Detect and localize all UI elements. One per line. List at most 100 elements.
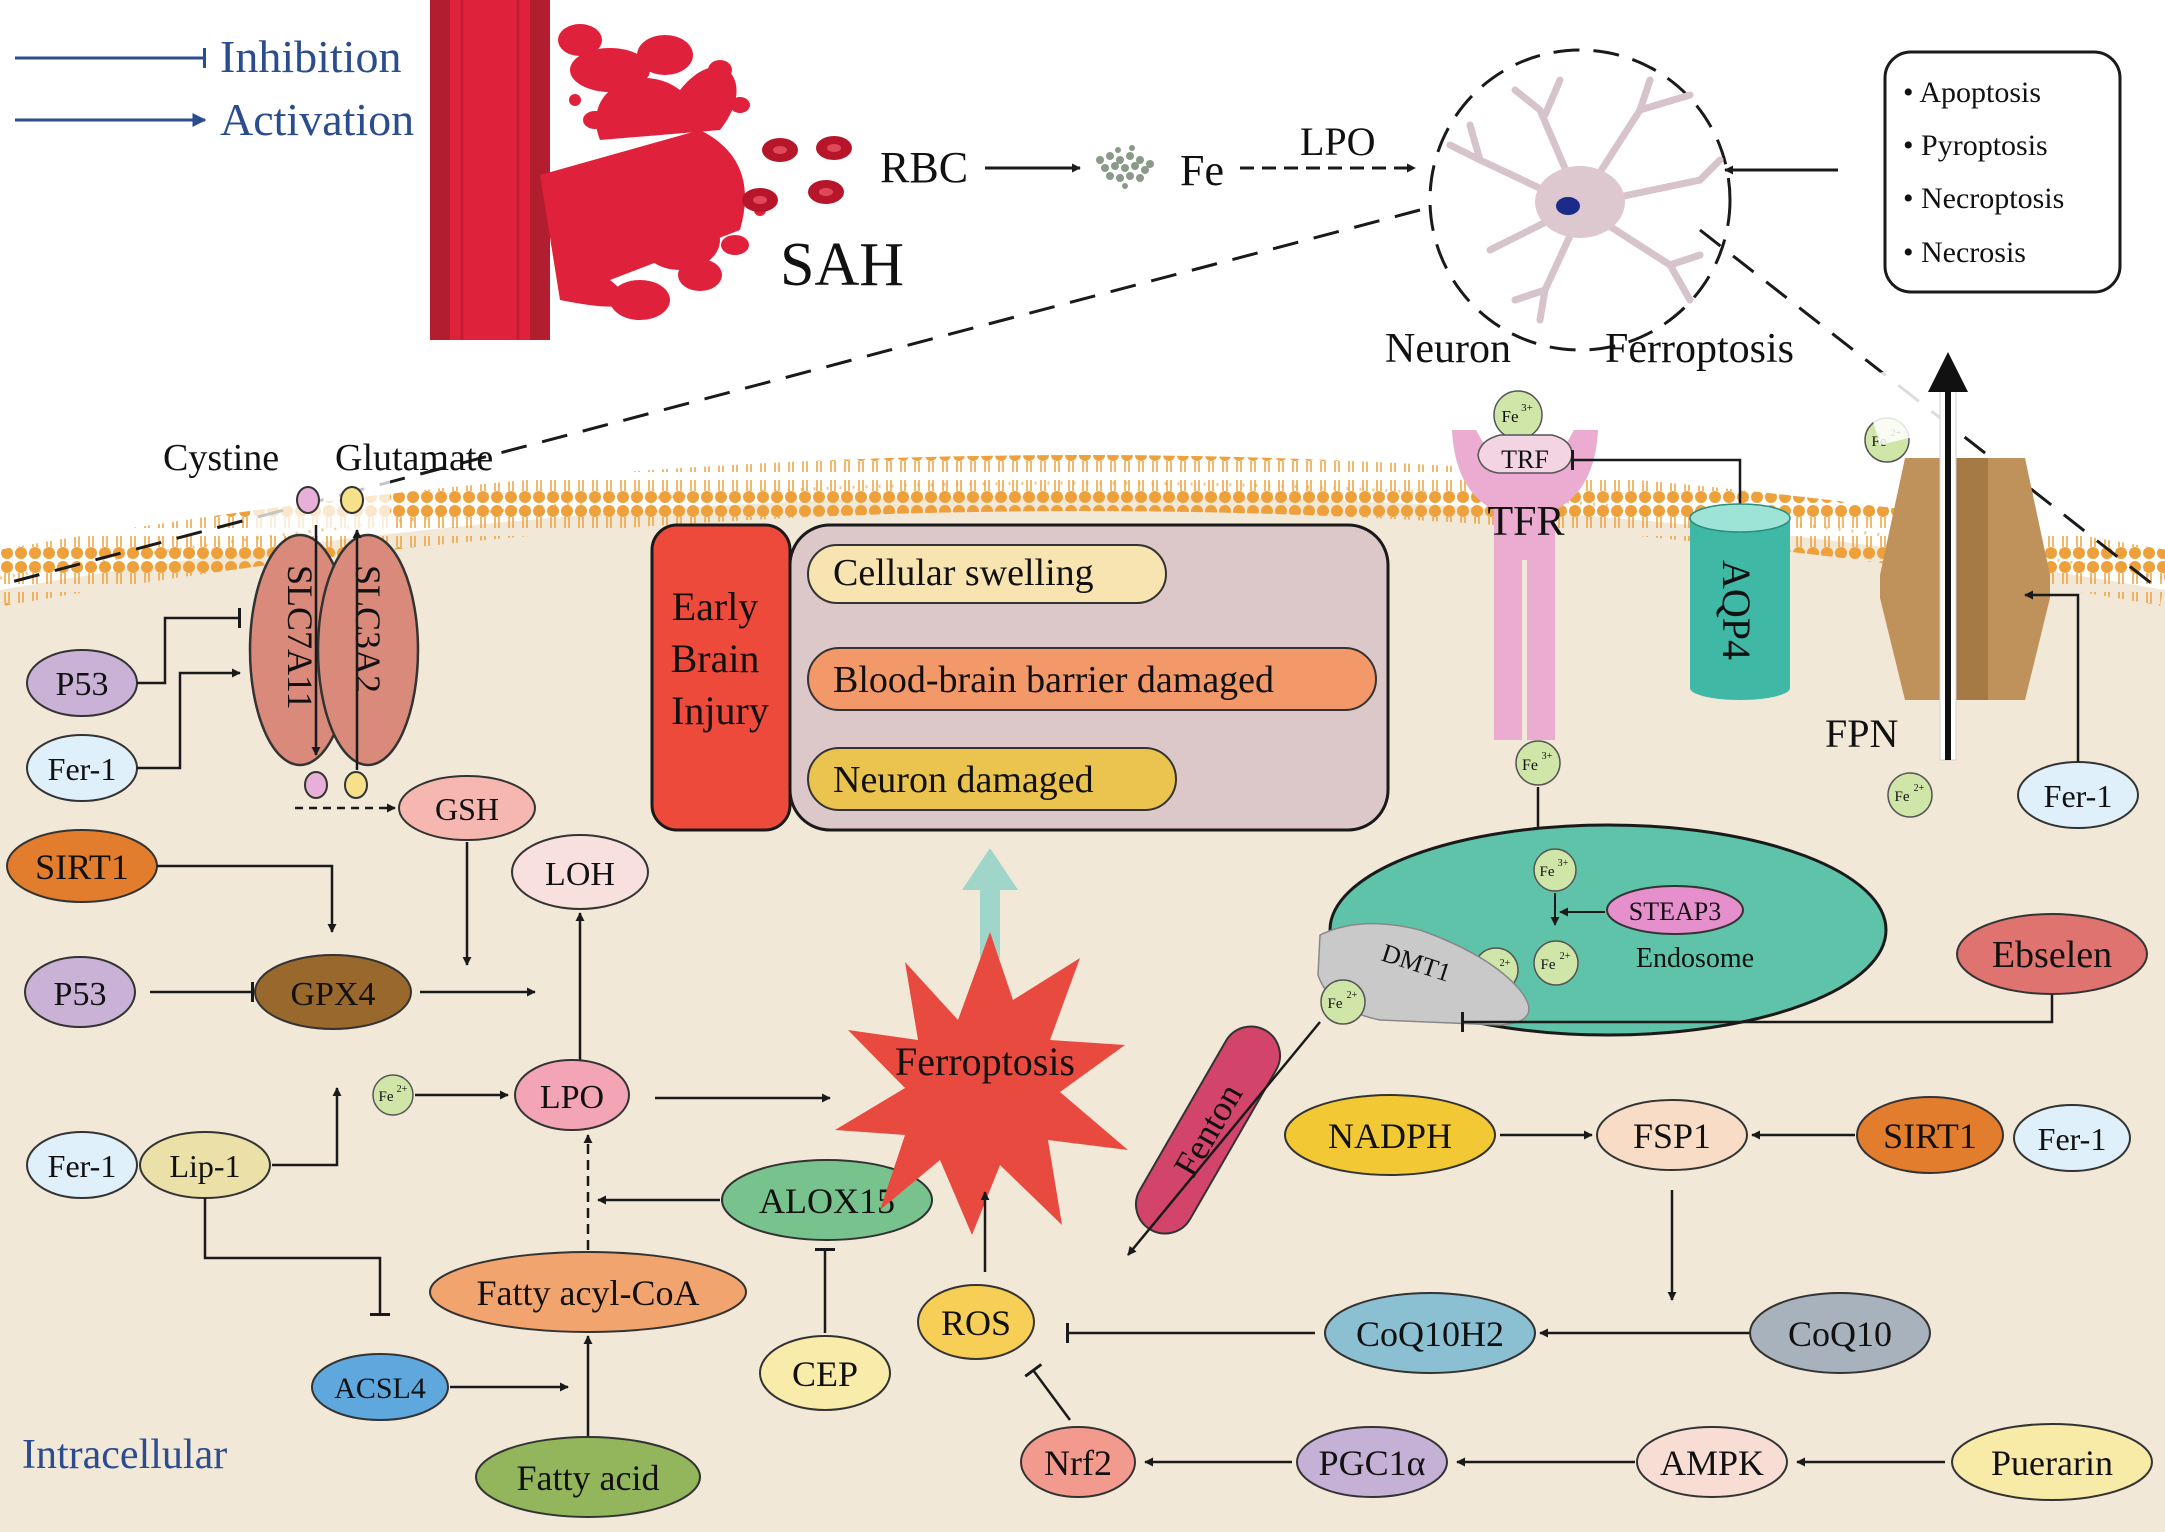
- svg-text:CEP: CEP: [792, 1354, 858, 1394]
- lip1-to-fe2-arrow: [272, 1087, 342, 1167]
- cell-membrane: [0, 455, 2165, 606]
- node-lpo: LPO: [514, 1059, 630, 1131]
- fe3-ion-cytosol: Fe 3+: [1515, 740, 1561, 786]
- svg-text:Fer-1: Fer-1: [48, 1148, 117, 1184]
- fe2-ion-fpn-inside: Fe 2+: [1887, 772, 1933, 818]
- iron-particles: [1096, 145, 1154, 189]
- svg-text:SIRT1: SIRT1: [1883, 1116, 1977, 1156]
- ferroptosis-center-label: Ferroptosis: [895, 1039, 1075, 1084]
- node-acsl4: ACSL4: [311, 1353, 449, 1421]
- svg-text:Fe: Fe: [1328, 996, 1343, 1012]
- fe2-fenton-to-ros-arrow: [1127, 1021, 1321, 1256]
- ebi-item-neuron-damaged: Neuron damaged: [807, 747, 1177, 811]
- aqp4-channel: AQP4: [1689, 503, 1791, 700]
- node-ebselen: Ebselen: [1956, 913, 2148, 995]
- fer1-activates-fpn: [2024, 590, 2080, 762]
- neuron-icon: [1446, 76, 1724, 324]
- death-mode-item: • Apoptosis: [1903, 76, 2041, 109]
- zoom-line-left: [0, 208, 1421, 587]
- node-loh: LOH: [511, 834, 649, 910]
- intracellular-label: Intracellular: [22, 1432, 227, 1478]
- node-nrf2: Nrf2: [1020, 1426, 1136, 1498]
- svg-text:CoQ10H2: CoQ10H2: [1356, 1314, 1504, 1354]
- svg-text:Fe: Fe: [1541, 957, 1556, 973]
- slc3a2-label: SLC3A2: [348, 565, 388, 693]
- cystine-label: Cystine: [163, 437, 279, 479]
- svg-text:PGC1α: PGC1α: [1319, 1443, 1426, 1483]
- death-mode-item: • Necroptosis: [1903, 182, 2064, 215]
- svg-text:Neuron damaged: Neuron damaged: [833, 759, 1094, 801]
- fe2-ion-endosome-b: Fe 2+: [1533, 940, 1579, 986]
- cystine-molecule-inside: [304, 771, 328, 799]
- svg-text:LOH: LOH: [545, 856, 615, 893]
- node-sirt1-right: SIRT1: [1856, 1096, 2004, 1174]
- ferroportin-fpn: [1880, 458, 2050, 700]
- sah-label: SAH: [780, 231, 904, 299]
- node-gsh: GSH: [398, 775, 536, 841]
- glutamate-label: Glutamate: [335, 437, 493, 479]
- blood-vessel: [430, 0, 550, 340]
- svg-text:3+: 3+: [1542, 751, 1553, 762]
- node-puerarin: Puerarin: [1951, 1423, 2153, 1501]
- slc7a11-label: SLC7A11: [280, 565, 320, 710]
- svg-text:P53: P53: [54, 976, 107, 1013]
- svg-text:3+: 3+: [1521, 402, 1533, 414]
- svg-text:3+: 3+: [1558, 858, 1569, 869]
- ebselen-inhibits-dmt1: [1461, 992, 2054, 1032]
- svg-text:ACSL4: ACSL4: [334, 1372, 426, 1405]
- svg-text:Fe: Fe: [1540, 864, 1555, 880]
- svg-text:Cellular swelling: Cellular swelling: [833, 552, 1094, 594]
- glutamate-molecule: [340, 486, 364, 514]
- svg-text:CoQ10: CoQ10: [1788, 1314, 1892, 1354]
- sirt1-activates-gpx4: [157, 864, 337, 933]
- rbc-label: RBC: [880, 143, 968, 192]
- neuron-body: [1535, 166, 1625, 238]
- svg-text:Fer-1: Fer-1: [2044, 778, 2113, 814]
- tfr-label: TFR: [1487, 499, 1564, 545]
- svg-text:ROS: ROS: [941, 1303, 1011, 1343]
- node-fer1-right: Fer-1: [2013, 1104, 2131, 1172]
- svg-text:Fe: Fe: [1502, 407, 1519, 426]
- node-fatty-acyl-coa: Fatty acyl-CoA: [429, 1251, 747, 1333]
- glutamate-molecule-inside: [344, 771, 368, 799]
- svg-text:P53: P53: [56, 666, 109, 703]
- svg-text:Fer-1: Fer-1: [48, 751, 117, 787]
- svg-text:Lip-1: Lip-1: [169, 1148, 240, 1184]
- cystine-molecule: [296, 486, 320, 514]
- node-coq10h2: CoQ10H2: [1324, 1292, 1536, 1374]
- fe3-ion-endosome: Fe 3+: [1533, 848, 1577, 892]
- node-sirt1-left: SIRT1: [6, 829, 158, 903]
- node-p53-top: P53: [26, 649, 138, 717]
- trf-label: TRF: [1501, 445, 1549, 474]
- svg-text:2+: 2+: [1347, 990, 1358, 1001]
- svg-text:LPO: LPO: [540, 1079, 604, 1116]
- svg-text:Fatty acyl-CoA: Fatty acyl-CoA: [477, 1273, 700, 1313]
- svg-text:Fe: Fe: [1522, 757, 1538, 774]
- p53-inhibits-slc7a11: [137, 608, 241, 685]
- node-pgc1a: PGC1α: [1296, 1426, 1448, 1498]
- neuron-nucleus: [1556, 197, 1580, 215]
- ebi-item-bbb-damaged: Blood-brain barrier damaged: [807, 647, 1377, 711]
- ebi-item-cellular-swelling: Cellular swelling: [807, 544, 1167, 604]
- activation-legend-label: Activation: [220, 94, 414, 145]
- slc3a2-transporter: [316, 533, 420, 767]
- fe2-ion-lpo: Fe 2+: [372, 1074, 414, 1116]
- node-ampk: AMPK: [1636, 1426, 1788, 1498]
- svg-text:STEAP3: STEAP3: [1629, 897, 1721, 926]
- ferroptosis-star: Ferroptosis: [835, 932, 1128, 1235]
- early-brain-injury-panel: Early Brain Injury Cellular swelling Blo…: [650, 523, 1390, 832]
- death-mode-list: • Apoptosis • Pyroptosis • Necroptosis •…: [1903, 76, 2064, 269]
- node-steap3: STEAP3: [1606, 885, 1744, 935]
- hemorrhage-splash: [540, 24, 766, 320]
- death-mode-item: • Necrosis: [1903, 236, 2026, 269]
- svg-text:FSP1: FSP1: [1633, 1116, 1711, 1156]
- red-blood-cells: [742, 136, 852, 212]
- endosome-label: Endosome: [1636, 943, 1754, 974]
- top-lpo-label: LPO: [1300, 119, 1376, 164]
- ferroptosis-top-label: Ferroptosis: [1605, 326, 1794, 372]
- aqp4-label: AQP4: [1714, 560, 1759, 660]
- node-fatty-acid: Fatty acid: [475, 1436, 701, 1518]
- node-cep: CEP: [759, 1335, 891, 1411]
- node-p53-bottom: P53: [24, 956, 136, 1028]
